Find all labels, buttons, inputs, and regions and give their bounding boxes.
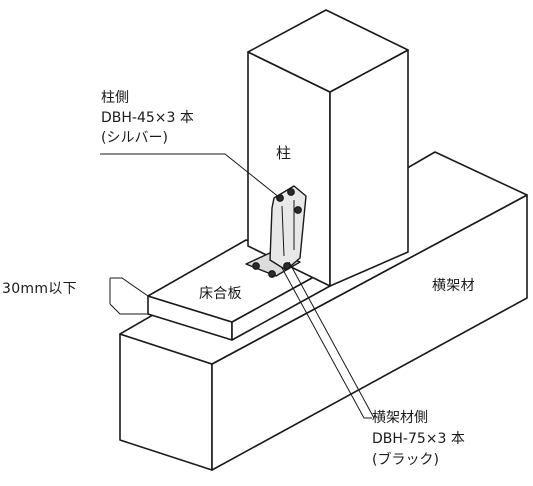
gap-dimension-marker bbox=[109, 277, 149, 315]
beam-side-callout: 横架材側 DBH-75×3 本 (ブラック) bbox=[372, 408, 465, 471]
floorboard-label: 床合板 bbox=[199, 286, 242, 302]
gap-label: 30mm以下 bbox=[2, 281, 77, 297]
bracket-vertical-plate bbox=[269, 185, 307, 271]
column-label: 柱 bbox=[276, 144, 292, 162]
column-side-title: 柱側 bbox=[101, 90, 129, 106]
bracket-hardware bbox=[245, 185, 307, 278]
column-side-finish: (シルバー) bbox=[101, 130, 168, 146]
bracket-hole-icon bbox=[283, 262, 291, 270]
column-side-leader-line bbox=[100, 153, 281, 199]
column-side-callout: 柱側 DBH-45×3 本 (シルバー) bbox=[101, 88, 194, 148]
beam-side-title: 横架材側 bbox=[372, 410, 428, 426]
beam-side-leader-line bbox=[281, 267, 372, 419]
bracket-hole-icon bbox=[252, 262, 260, 270]
beam-side-model: DBH-75×3 本 bbox=[372, 431, 465, 447]
bracket-hole-icon bbox=[268, 270, 276, 278]
beam-label: 横架材 bbox=[432, 278, 475, 294]
beam-side-finish: (ブラック) bbox=[372, 452, 439, 468]
column-side-model: DBH-45×3 本 bbox=[101, 110, 194, 126]
column-top-face bbox=[247, 9, 409, 93]
bracket-hole-icon bbox=[294, 206, 302, 214]
beam-side-leader-line-2 bbox=[288, 261, 375, 419]
bracket-hole-icon bbox=[287, 188, 295, 196]
